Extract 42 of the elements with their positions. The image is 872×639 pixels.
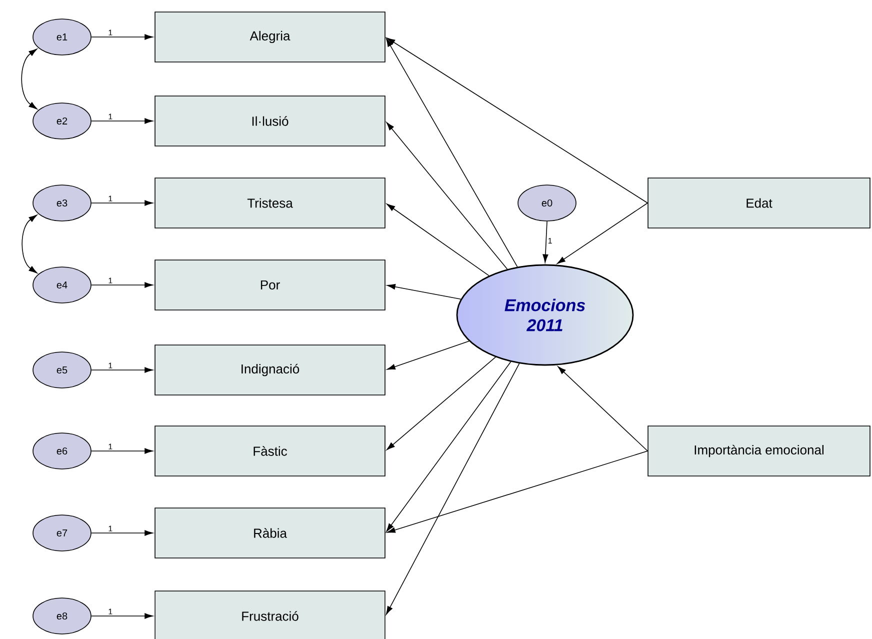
edge-label: 1 (108, 443, 114, 450)
arrow (91, 613, 153, 619)
arrow (22, 214, 38, 274)
edge-label: 1 (547, 237, 553, 244)
arrow (386, 38, 518, 268)
arrow (386, 356, 496, 450)
edge-label: 1 (108, 195, 114, 202)
arrow (386, 38, 648, 204)
edge-label: 1 (108, 525, 114, 532)
variable-box: Por (154, 260, 386, 310)
edge-label: 1 (108, 608, 114, 615)
edge-label: 1 (108, 277, 114, 284)
edge-label: 1 (108, 29, 114, 36)
edge-label: 1 (108, 362, 114, 369)
arrow (91, 530, 153, 536)
variable-box: Edat (648, 178, 870, 228)
arrow (91, 367, 153, 373)
variable-box: Fàstic (154, 426, 386, 476)
arrow (387, 284, 462, 300)
variable-box: Alegria (154, 12, 386, 62)
edge-label: 1 (108, 113, 114, 120)
arrow (91, 282, 153, 288)
arrow (558, 366, 648, 452)
variable-box: Tristesa (154, 178, 386, 228)
variable-box: Indignació (154, 344, 386, 396)
arrow (91, 34, 153, 40)
arrow (91, 118, 153, 124)
arrow (21, 48, 38, 110)
variable-box: Importància emocional (648, 426, 870, 476)
arrow (542, 221, 548, 263)
arrow (91, 448, 153, 454)
arrow (386, 204, 490, 276)
variable-box: Ràbia (154, 508, 386, 558)
arrow (386, 122, 508, 270)
variable-box: Frustració (154, 590, 386, 639)
arrow (386, 361, 512, 532)
arrow (91, 200, 153, 206)
arrow (386, 340, 470, 370)
arrow (557, 202, 648, 264)
variable-box: Il·lusió (154, 96, 386, 146)
arrow (386, 363, 520, 615)
arrow (386, 450, 648, 533)
